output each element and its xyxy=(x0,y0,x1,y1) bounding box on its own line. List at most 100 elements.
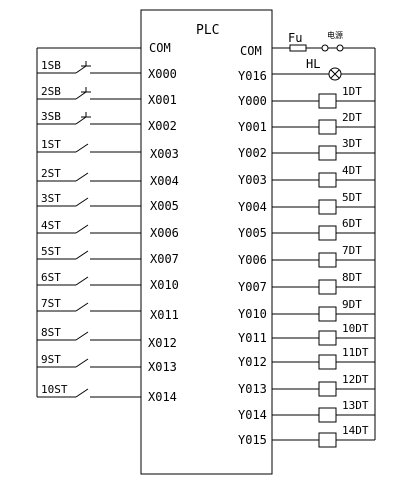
input-row: 1SB X000 xyxy=(37,59,177,81)
output-row: Y015 14DT xyxy=(238,424,375,448)
coil-label: 4DT xyxy=(342,164,362,177)
coil-icon xyxy=(318,407,337,423)
coil-label: 5DT xyxy=(342,191,362,204)
limit-switch-icon xyxy=(75,197,89,207)
com-input-label: COM xyxy=(149,41,171,55)
plc-title: PLC xyxy=(196,23,219,38)
input-row: 3ST X005 xyxy=(37,192,179,213)
output-row: Y004 5DT xyxy=(238,191,375,215)
input-rows: 1SBX0002SBX0013SBX0021STX0032STX0043STX0… xyxy=(37,59,179,404)
input-port-label: X000 xyxy=(148,67,177,81)
output-row: Y013 12DT xyxy=(238,373,375,397)
push-button-icon xyxy=(75,61,91,74)
output-row: Y003 4DT xyxy=(238,164,375,188)
input-port-label: X014 xyxy=(148,390,177,404)
input-port-label: X004 xyxy=(150,174,179,188)
output-port-label: Y012 xyxy=(238,355,267,369)
input-port-label: X007 xyxy=(150,252,179,266)
input-device-label: 1SB xyxy=(41,59,61,72)
output-port-label: Y013 xyxy=(238,382,267,396)
lamp-icon xyxy=(328,67,342,81)
coil-icon xyxy=(318,432,337,448)
output-row: Y010 9DT xyxy=(238,298,375,322)
input-port-label: X012 xyxy=(148,336,177,350)
output-port-label: Y014 xyxy=(238,408,267,422)
coil-icon xyxy=(318,145,337,161)
coil-icon xyxy=(318,354,337,370)
output-port-y016: Y016 xyxy=(238,69,267,83)
input-device-label: 3SB xyxy=(41,110,61,123)
com-output-label: COM xyxy=(240,44,262,58)
limit-switch-icon xyxy=(75,331,89,341)
output-port-label: Y015 xyxy=(238,433,267,447)
coil-icon xyxy=(318,172,337,188)
input-device-label: 2SB xyxy=(41,85,61,98)
output-row: Y007 8DT xyxy=(238,271,375,295)
coil-label: 14DT xyxy=(342,424,369,437)
input-device-label: 10ST xyxy=(41,383,68,396)
output-port-label: Y006 xyxy=(238,253,267,267)
limit-switch-icon xyxy=(75,276,89,286)
input-row: 7ST X011 xyxy=(37,297,179,322)
plc-box xyxy=(140,9,273,475)
input-row: 5ST X007 xyxy=(37,245,179,266)
output-port-label: Y010 xyxy=(238,307,267,321)
input-port-label: X005 xyxy=(150,199,179,213)
input-port-label: X011 xyxy=(150,308,179,322)
coil-icon xyxy=(318,225,337,241)
input-device-label: 4ST xyxy=(41,219,61,232)
coil-label: 9DT xyxy=(342,298,362,311)
input-device-label: 8ST xyxy=(41,326,61,339)
coil-icon xyxy=(318,252,337,268)
output-port-label: Y000 xyxy=(238,94,267,108)
input-port-label: X013 xyxy=(148,360,177,374)
coil-icon xyxy=(318,381,337,397)
input-row: 2SB X001 xyxy=(37,85,177,107)
input-port-label: X003 xyxy=(150,147,179,161)
output-port-label: Y003 xyxy=(238,173,267,187)
coil-label: 12DT xyxy=(342,373,369,386)
input-row: 6ST X010 xyxy=(37,271,179,292)
output-port-label: Y001 xyxy=(238,120,267,134)
coil-icon xyxy=(318,306,337,322)
input-device-label: 5ST xyxy=(41,245,61,258)
output-port-label: Y004 xyxy=(238,200,267,214)
power-terminal-right xyxy=(336,44,344,52)
input-port-label: X001 xyxy=(148,93,177,107)
coil-label: 8DT xyxy=(342,271,362,284)
coil-icon xyxy=(318,279,337,295)
output-row: Y001 2DT xyxy=(238,111,375,135)
input-device-label: 7ST xyxy=(41,297,61,310)
coil-label: 2DT xyxy=(342,111,362,124)
input-device-label: 9ST xyxy=(41,353,61,366)
input-device-label: 6ST xyxy=(41,271,61,284)
power-source-label: 电源 xyxy=(327,30,343,40)
input-device-label: 3ST xyxy=(41,192,61,205)
limit-switch-icon xyxy=(75,302,89,312)
output-port-label: Y002 xyxy=(238,146,267,160)
limit-switch-icon xyxy=(75,143,89,153)
limit-switch-icon xyxy=(75,224,89,234)
fuse-symbol xyxy=(289,44,307,52)
output-port-label: Y007 xyxy=(238,280,267,294)
fuse-label: Fu xyxy=(288,31,302,45)
lamp-label: HL xyxy=(306,57,320,71)
coil-label: 6DT xyxy=(342,217,362,230)
input-port-label: X010 xyxy=(150,278,179,292)
output-port-label: Y011 xyxy=(238,331,267,345)
push-button-icon xyxy=(75,87,91,100)
coil-icon xyxy=(318,199,337,215)
coil-icon xyxy=(318,93,337,109)
